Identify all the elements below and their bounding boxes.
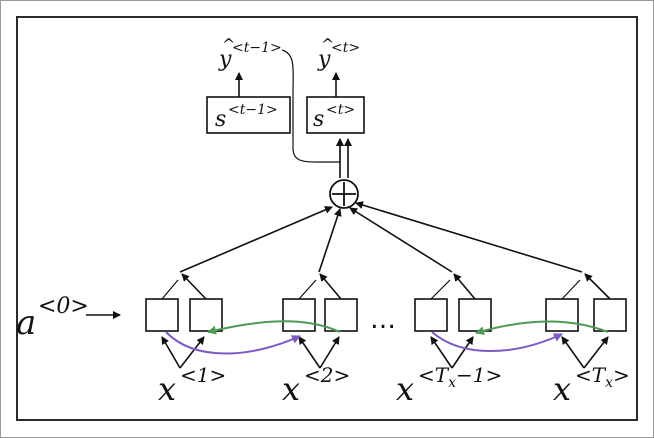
forward-arrow-3-to-4	[431, 331, 563, 352]
initial-activation-label: a <0>	[16, 294, 89, 343]
state-box-curr	[306, 96, 365, 134]
enc4-link-right	[584, 273, 611, 300]
svg-text:<Tx−1>: <Tx−1>	[418, 363, 502, 391]
input4-sup-sub: x	[605, 375, 613, 391]
input3-to-forward	[430, 336, 453, 369]
arrow-enc1-to-sum	[179, 206, 333, 273]
input4-to-backward	[583, 336, 609, 369]
input3-sup-prefix: <T	[418, 363, 450, 387]
input1-base: x	[158, 370, 176, 408]
encoder-forward-box-3	[414, 298, 448, 332]
enc1-link-right	[181, 273, 207, 300]
output-curr-base: y	[317, 47, 331, 72]
state-prev-sup: <t−1>	[228, 102, 278, 118]
input-label-1: x <1>	[158, 363, 226, 408]
input3-sup-suffix: −1>	[456, 363, 502, 387]
enc2-link-right	[319, 273, 342, 300]
enc3-link-left	[430, 279, 451, 300]
input2-sup: <2>	[304, 363, 350, 387]
state-curr-sup: <t>	[326, 102, 355, 118]
output-prev-sup: <t−1>	[232, 40, 282, 56]
input2-base: x	[282, 370, 300, 408]
input-label-2: x <2>	[282, 363, 350, 408]
state-label-curr: s <t>	[313, 102, 355, 132]
state-prev-base: s	[215, 107, 226, 132]
output-prev-hat: ^	[222, 35, 235, 54]
encoder-forward-box-4	[545, 298, 579, 332]
output-label-curr: y ^ <t>	[317, 35, 360, 72]
output-curr-hat: ^	[321, 35, 334, 54]
input1-to-backward	[179, 336, 205, 369]
encoder-forward-box-1	[145, 298, 179, 332]
encoder-forward-box-2	[282, 298, 316, 332]
initial-activation-base: a	[16, 303, 36, 343]
backward-arrow-4-to-3	[475, 320, 609, 336]
input3-to-backward	[451, 336, 474, 369]
input-label-4: x <Tx>	[553, 363, 630, 408]
encoder-backward-box-3	[458, 298, 492, 332]
output-label-prev: y ^ <t−1>	[218, 35, 282, 72]
encoder-pair-4	[545, 273, 627, 369]
state-box-prev	[206, 96, 291, 134]
encoder-pair-3	[414, 273, 492, 369]
input4-to-forward	[561, 336, 585, 369]
enc1-link-left	[161, 279, 179, 300]
initial-activation-sup: <0>	[38, 294, 89, 319]
arrow-enc4-to-sum	[355, 201, 583, 273]
encoder-pair-1	[145, 273, 223, 369]
input2-to-backward	[319, 336, 340, 369]
encoder-pair-2	[282, 273, 358, 369]
enc3-link-right	[453, 273, 476, 300]
state-curr-base: s	[313, 107, 324, 132]
input1-sup: <1>	[180, 363, 226, 387]
backward-arrow-2-to-1	[207, 320, 341, 335]
input-label-3: x <Tx−1>	[396, 363, 502, 408]
input4-sup-suffix: >	[613, 363, 630, 387]
arrow-enc2-to-sum	[318, 208, 342, 273]
input2-to-forward	[298, 336, 321, 369]
enc2-link-left	[298, 279, 317, 300]
diagram-border	[16, 16, 638, 421]
encoder-backward-box-2	[324, 298, 358, 332]
output-prev-base: y	[218, 47, 232, 72]
input4-base: x	[553, 370, 571, 408]
encoder-backward-box-1	[189, 298, 223, 332]
input3-base: x	[396, 370, 414, 408]
arrow-enc3-to-sum	[349, 207, 453, 273]
svg-text:<Tx>: <Tx>	[575, 363, 630, 391]
output-curr-sup: <t>	[331, 40, 360, 56]
input4-sup-prefix: <T	[575, 363, 607, 387]
forward-arrow-1-to-2	[165, 331, 301, 355]
enc4-link-left	[561, 279, 581, 300]
state-label-prev: s <t−1>	[215, 102, 278, 132]
input3-sup-sub: x	[448, 375, 456, 391]
feedback-curve-y-prev-to-s-curr	[281, 49, 344, 163]
ellipsis: …	[370, 305, 396, 335]
input1-to-forward	[161, 336, 181, 369]
encoder-backward-box-4	[593, 298, 627, 332]
